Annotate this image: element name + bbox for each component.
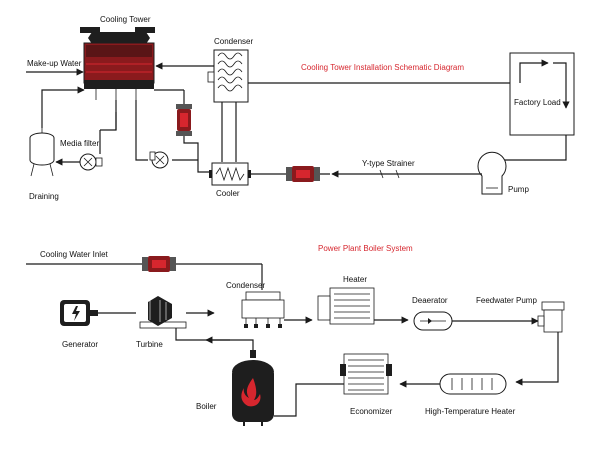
- power-diagram-title: Power Plant Boiler System: [318, 244, 413, 253]
- feedwater-pump: [537, 301, 565, 333]
- draining-label: Draining: [29, 192, 59, 201]
- pump-label: Pump: [508, 185, 529, 194]
- pipe-boiler-to-turbine: [175, 328, 254, 350]
- factory-load: [509, 52, 575, 136]
- cooling-tower: [80, 27, 155, 100]
- media-filter-label: Media filter: [60, 139, 99, 148]
- media-filter: [29, 128, 55, 177]
- pipe-tower-to-lower-pump: [135, 100, 148, 161]
- generator: [60, 300, 98, 326]
- strainer-valve-top: [286, 166, 320, 182]
- factory-load-label: Factory Load: [514, 98, 561, 107]
- economizer-label: Economizer: [350, 407, 393, 416]
- makeup-water-label: Make-up Water: [27, 59, 82, 68]
- economizer: [340, 353, 392, 395]
- cooling-water-inlet-label: Cooling Water Inlet: [40, 250, 109, 259]
- heater: [317, 287, 375, 325]
- boiler: [232, 350, 274, 426]
- filter-pump: [79, 153, 103, 171]
- pipe-tower-to-filter-pump: [100, 100, 117, 131]
- cooler-label: Cooler: [216, 189, 240, 198]
- generator-label: Generator: [62, 340, 98, 349]
- pump-right: [477, 151, 507, 195]
- pipe-feedwater-to-ht-heater: [515, 332, 559, 386]
- pipe-valve-to-cooler: [183, 136, 209, 173]
- condenser-bottom-label: Condenser: [226, 281, 265, 290]
- cooler: [209, 162, 251, 186]
- turbine: [139, 296, 187, 329]
- high-temperature-heater: [439, 373, 507, 395]
- pipe-load-to-pump: [497, 135, 567, 161]
- pipe-economizer-to-boiler: [274, 383, 344, 417]
- strainer-valve-bottom: [142, 256, 176, 272]
- turbine-label: Turbine: [136, 340, 163, 349]
- deaerator: [413, 311, 453, 331]
- feedwater-pump-label: Feedwater Pump: [476, 296, 537, 305]
- y-strainer: [379, 169, 400, 179]
- cooling-diagram-title: Cooling Tower Installation Schematic Dia…: [301, 63, 464, 72]
- strainer-valve-vertical: [176, 104, 192, 136]
- deaerator-label: Deaerator: [412, 296, 448, 305]
- y-strainer-label: Y-type Strainer: [362, 159, 415, 168]
- lower-pump: [149, 151, 169, 169]
- condenser-top: [207, 49, 249, 103]
- pipe-filter-to-tower: [41, 86, 85, 128]
- ht-heater-label: High-Temperature Heater: [425, 407, 516, 416]
- boiler-label: Boiler: [196, 402, 217, 411]
- cooling-tower-label: Cooling Tower: [100, 15, 151, 24]
- heater-label: Heater: [343, 275, 367, 284]
- condenser-top-label: Condenser: [214, 37, 253, 46]
- condenser-bottom: [241, 291, 285, 328]
